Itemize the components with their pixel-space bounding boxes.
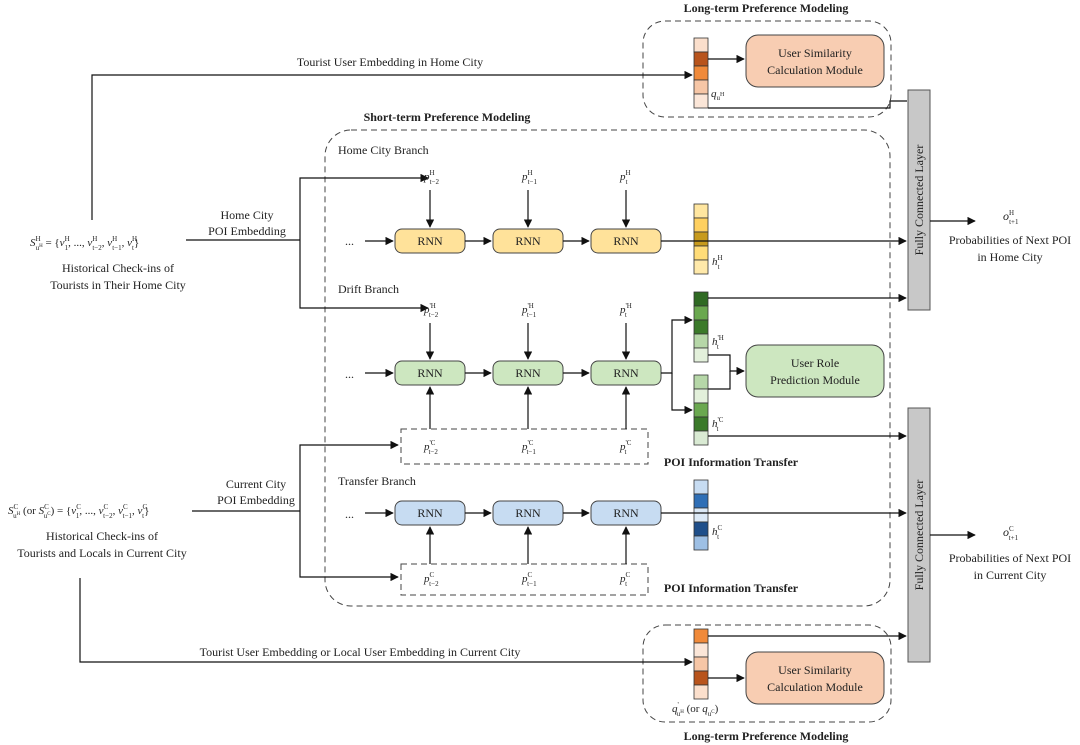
transfer-branch-label: Transfer Branch xyxy=(338,474,416,488)
user-role-line1: User Role xyxy=(791,356,839,370)
home-rnn-1-label: RNN xyxy=(417,234,443,248)
output-current-desc-line1: Probabilities of Next POI xyxy=(949,551,1071,565)
drift-rnn-1-label: RNN xyxy=(417,366,443,380)
drift-hidden-vector-c xyxy=(693,374,709,446)
user-similarity-module-top xyxy=(745,34,885,88)
output-home-desc-line2: in Home City xyxy=(977,250,1042,264)
output-home-desc-line1: Probabilities of Next POI xyxy=(949,233,1071,247)
q-top-symbol: quH xyxy=(711,88,725,102)
fc-layer-bottom-label: Fully Connected Layer xyxy=(912,480,926,591)
long-term-top-title: Long-term Preference Modeling xyxy=(684,1,849,15)
user-similarity-bottom-line1: User Similarity xyxy=(778,663,852,677)
svg-text:p'Ht: p'Ht xyxy=(619,302,632,319)
drift-rnn-2-label: RNN xyxy=(515,366,541,380)
transfer-poi-transfer-box xyxy=(400,563,649,596)
home-poi-embedding-line1: Home City xyxy=(221,208,274,222)
current-poi-embedding-line2: POI Embedding xyxy=(217,493,295,507)
home-rnn-3-label: RNN xyxy=(613,234,639,248)
long-term-bottom-box xyxy=(642,624,892,723)
user-similarity-bottom-line2: Calculation Module xyxy=(767,680,863,694)
home-checkin-desc-line1: Historical Check-ins of xyxy=(62,261,174,275)
long-term-top-box xyxy=(642,20,892,118)
current-poi-embedding-line1: Current City xyxy=(226,477,286,491)
poi-transfer-label-1: POI Information Transfer xyxy=(664,455,799,469)
svg-text:pCt−2: pCt−2 xyxy=(423,571,439,588)
svg-text:p'Ct: p'Ct xyxy=(619,439,632,456)
svg-text:p'Ct−1: p'Ct−1 xyxy=(521,439,536,456)
home-hidden-vector xyxy=(693,203,709,275)
svg-text:p'Ht−2: p'Ht−2 xyxy=(423,302,439,319)
svg-text:pHt−2: pHt−2 xyxy=(423,169,439,186)
svg-text:pCt: pCt xyxy=(619,571,631,588)
home-checkin-desc-line2: Tourists in Their Home City xyxy=(50,278,186,292)
drift-rnn-3-label: RNN xyxy=(613,366,639,380)
user-similarity-module-bottom xyxy=(745,651,885,705)
short-term-title: Short-term Preference Modeling xyxy=(364,110,531,124)
poi-transfer-label-2: POI Information Transfer xyxy=(664,581,799,595)
transfer-rnn-2-label: RNN xyxy=(515,506,541,520)
long-term-bottom-title: Long-term Preference Modeling xyxy=(684,729,849,743)
home-rnn-2-label: RNN xyxy=(515,234,541,248)
home-poi-embedding-line2: POI Embedding xyxy=(208,224,286,238)
svg-text:pHt: pHt xyxy=(619,169,631,186)
user-embedding-vector-bottom xyxy=(693,628,709,700)
home-branch-label: Home City Branch xyxy=(338,143,429,157)
user-similarity-top-line1: User Similarity xyxy=(778,46,852,60)
transfer-rnn-3-label: RNN xyxy=(613,506,639,520)
user-embedding-vector-top xyxy=(693,37,709,109)
short-term-box xyxy=(324,129,891,607)
tourist-local-embedding-label: Tourist User Embedding or Local User Emb… xyxy=(200,645,521,659)
drift-branch-label: Drift Branch xyxy=(338,282,399,296)
transfer-hidden-vector xyxy=(693,479,709,551)
current-checkin-desc-line2: Tourists and Locals in Current City xyxy=(17,546,186,560)
transfer-rnn-1-label: RNN xyxy=(417,506,443,520)
user-role-module xyxy=(745,344,885,398)
drift-ellipsis: ... xyxy=(345,367,354,381)
home-ellipsis: ... xyxy=(345,234,354,248)
drift-hidden-vector-h xyxy=(693,291,709,363)
drift-poi-transfer-box xyxy=(400,428,649,465)
fc-layer-top-label: Fully Connected Layer xyxy=(912,145,926,256)
svg-text:pCt−1: pCt−1 xyxy=(521,571,537,588)
q-bottom-symbol: q'uH (or quC) xyxy=(672,701,719,718)
user-role-line2: Prediction Module xyxy=(770,373,860,387)
fc-layer-top xyxy=(907,89,931,311)
svg-text:p'Ht−1: p'Ht−1 xyxy=(521,302,537,319)
user-similarity-top-line2: Calculation Module xyxy=(767,63,863,77)
current-checkin-desc-line1: Historical Check-ins of xyxy=(46,529,158,543)
svg-text:pHt−1: pHt−1 xyxy=(521,169,537,186)
tourist-home-embedding-label: Tourist User Embedding in Home City xyxy=(297,55,483,69)
svg-text:p'Ct−2: p'Ct−2 xyxy=(423,439,438,456)
transfer-ellipsis: ... xyxy=(345,507,354,521)
output-current-desc-line2: in Current City xyxy=(974,568,1047,582)
